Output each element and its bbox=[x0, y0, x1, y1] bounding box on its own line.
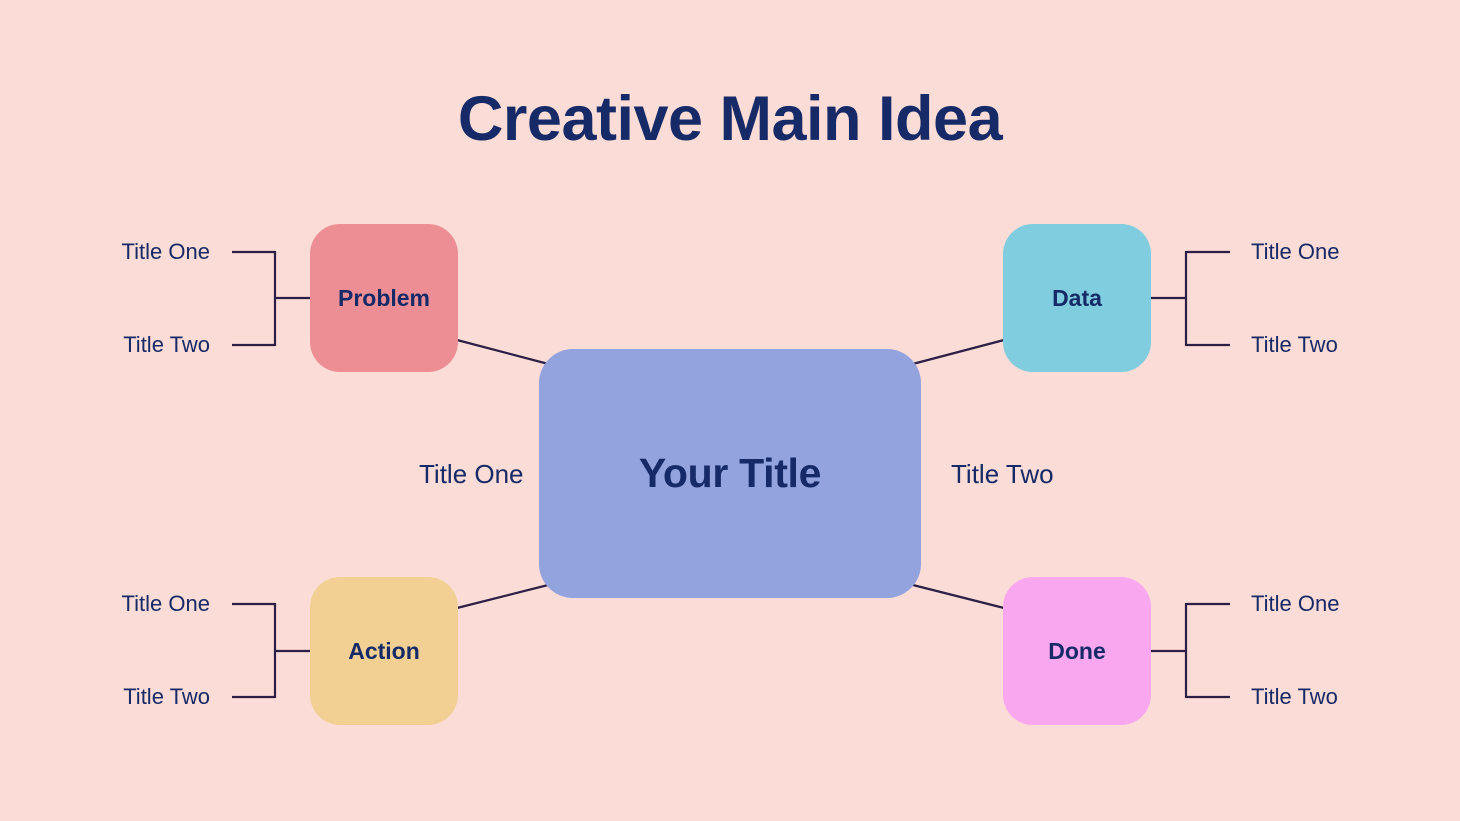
branch-node-action-label: Action bbox=[348, 637, 420, 664]
center-node[interactable]: Your Title bbox=[539, 349, 921, 598]
spoke-line-action bbox=[456, 581, 557, 610]
branch-node-problem-label: Problem bbox=[337, 284, 431, 311]
leaf-label-done-one: Title One bbox=[1251, 591, 1340, 616]
leaf-label-action-one: Title One bbox=[121, 591, 210, 616]
leaf-label-done-two: Title Two bbox=[1251, 684, 1338, 709]
leaf-label-problem-two: Title Two bbox=[123, 332, 210, 357]
leaf-label-data-one: Title One bbox=[1251, 239, 1340, 264]
leaf-label-problem-one: Title One bbox=[121, 239, 210, 264]
branch-node-data[interactable]: Data bbox=[1003, 224, 1151, 372]
spoke-label-left: Title One bbox=[419, 459, 524, 489]
branch-node-data-label: Data bbox=[1052, 284, 1102, 311]
branch-node-done-label: Done bbox=[1048, 637, 1106, 664]
branch-node-action[interactable]: Action bbox=[310, 577, 458, 725]
leaf-label-action-two: Title Two bbox=[123, 684, 210, 709]
center-node-label: Your Title bbox=[638, 450, 822, 496]
branch-node-done[interactable]: Done bbox=[1003, 577, 1151, 725]
leaf-label-data-two: Title Two bbox=[1251, 332, 1338, 357]
branch-node-problem[interactable]: Problem bbox=[310, 224, 458, 372]
spoke-line-done bbox=[904, 581, 1005, 610]
spoke-line-problem bbox=[456, 338, 557, 368]
page-title: Creative Main Idea bbox=[457, 84, 1003, 154]
spoke-line-data bbox=[904, 338, 1005, 368]
spoke-label-right: Title Two bbox=[951, 459, 1054, 489]
